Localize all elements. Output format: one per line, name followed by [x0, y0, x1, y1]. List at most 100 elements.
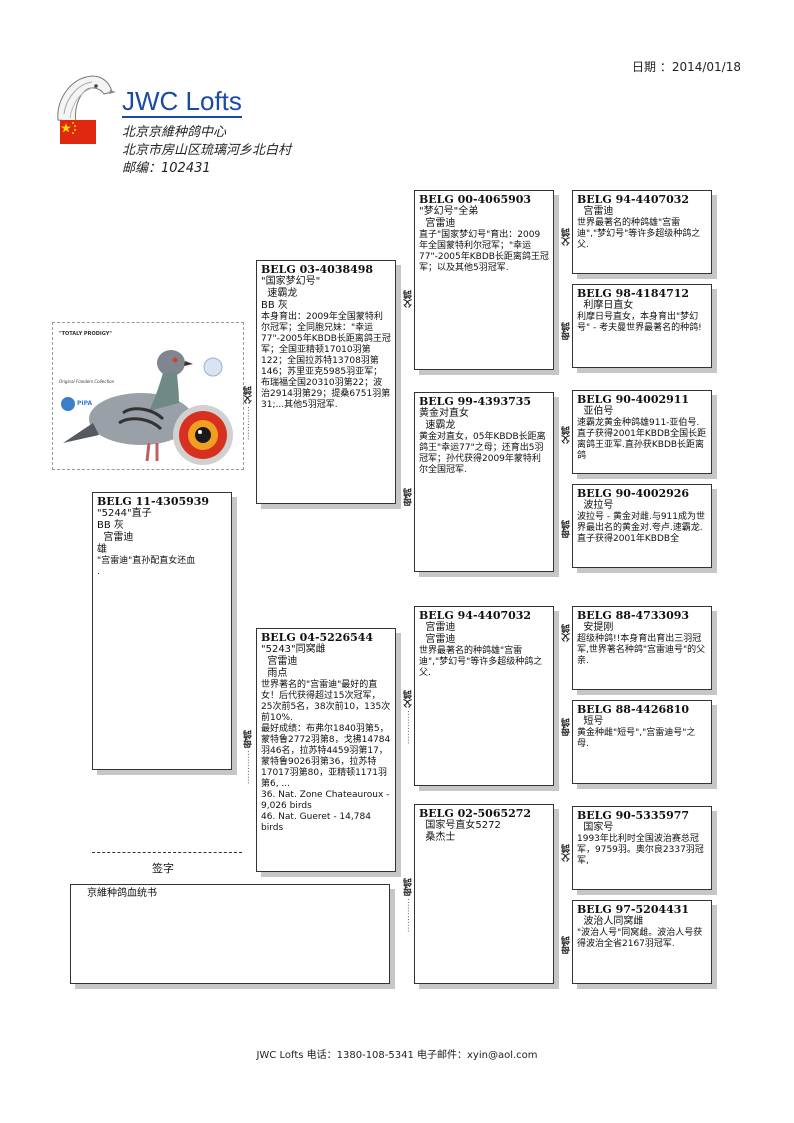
notes-title: 京維种鸽血统书: [75, 887, 385, 901]
ddd-ring: BELG 97-5204431: [577, 903, 707, 916]
sds-card: BELG 90-4002911 亚伯号 速霸龙黄金种鸽雄911-亚伯号.直子获得…: [572, 390, 712, 474]
pigeon-image-icon: [53, 323, 243, 469]
ddd-mother-label: 母鸽: [560, 936, 573, 954]
dam-ring: BELG 04-5226544: [261, 631, 391, 644]
sd-mother-label: 母鸽: [402, 488, 415, 506]
sds-father-text: 父鸽: [562, 426, 572, 444]
dds-father-text: 父鸽: [562, 844, 572, 862]
sss-name: 宫雷迪: [577, 206, 707, 218]
dds-name: 国家号: [577, 822, 707, 834]
sss-card: BELG 94-4407032 宫雷迪 世界最著名的种鸽雄"宫雷迪","梦幻号"…: [572, 190, 712, 274]
footer-contact: JWC Lofts 电话：1380-108-5341 电子邮件：xyin@aol…: [0, 1046, 794, 1061]
lofts-title: JWC Lofts: [122, 86, 242, 118]
sire-text: 本身育出：2009年全国蒙特利尔冠军；全同胞兄妹："幸运77"-2005年KBD…: [261, 312, 391, 411]
ds-father-dots: ............: [402, 710, 412, 744]
dsd-mother-label: 母鸽: [560, 718, 573, 736]
ssd-card: BELG 98-4184712 利摩日直女 利摩日号直女，本身育出"梦幻号" -…: [572, 284, 712, 368]
sdd-card: BELG 90-4002926 波拉号 波拉号 - 黄金对雌.与911成为世界最…: [572, 484, 712, 568]
ss-father-label: 父鸽: [402, 290, 415, 308]
address-line-3: 邮编：102431: [122, 157, 211, 176]
father-dots-text: ............: [242, 406, 252, 440]
signature-label: 签字: [152, 860, 174, 876]
subject-card: BELG 11-4305939 "5244"直子 BB 灰 宫雷迪 雄 "宫雷迪…: [92, 492, 232, 770]
address-line-1: 北京京維种鸽中心: [122, 121, 226, 140]
ds-father-label: 父鸽: [402, 690, 415, 708]
notes-box: 京維种鸽血统书: [70, 884, 390, 984]
sss-text: 世界最著名的种鸽雄"宫雷迪","梦幻号"等许多超级种鸽之父.: [577, 218, 707, 251]
ddd-name: 波治人同窝雌: [577, 916, 707, 928]
sds-ring: BELG 90-4002911: [577, 393, 707, 406]
sd-name: 黄金对直女 速霸龙: [419, 408, 549, 432]
dsd-ring: BELG 88-4426810: [577, 703, 707, 716]
dds-card: BELG 90-5335977 国家号 1993年比利时全国波治赛总冠军，975…: [572, 806, 712, 890]
ds-ring: BELG 94-4407032: [419, 609, 549, 622]
ss-ring: BELG 00-4065903: [419, 193, 549, 206]
ssd-name: 利摩日直女: [577, 300, 707, 312]
ssd-mother-label: 母鸽: [560, 322, 573, 340]
sds-name: 亚伯号: [577, 406, 707, 418]
dss-text: 超级种鸽!!本身育出育出三羽冠军,世界著名种鸽"宫雷迪号"的父亲.: [577, 634, 707, 667]
mother-label: 母鸽: [242, 730, 255, 748]
subject-name: "5244"直子 BB 灰 宫雷迪 雄: [97, 508, 227, 556]
ddd-text: "波治人号"同窝雌。波治人号获得波治全省2167羽冠军.: [577, 928, 707, 950]
dsd-mother-text: 母鸽: [562, 718, 572, 736]
sss-father-text: 父鸽: [562, 228, 572, 246]
ss-text: 直子"国家梦幻号"育出：2009年全国蒙特利尔冠军；"幸运77"-2005年KB…: [419, 230, 549, 274]
dsd-name: 短号: [577, 716, 707, 728]
dd-mother-label: 母鸽: [402, 878, 415, 896]
sd-mother-text: 母鸽: [404, 488, 414, 506]
dss-father-label: 父鸽: [560, 624, 573, 642]
sdd-mother-text: 母鸽: [562, 520, 572, 538]
ss-father-text: 父鸽: [404, 290, 414, 308]
dam-card: BELG 04-5226544 "5243"同窝雌 宫雷迪 雨点 世界著名的"宫…: [256, 628, 396, 872]
dss-name: 安提刚: [577, 622, 707, 634]
ds-text: 世界最著名的种鸽雄"宫雷迪","梦幻号"等许多超级种鸽之父.: [419, 646, 549, 679]
sdd-ring: BELG 90-4002926: [577, 487, 707, 500]
dsd-text: 黄金种雌"短号","宫雷迪号"之母.: [577, 728, 707, 750]
dd-ring: BELG 02-5065272: [419, 807, 549, 820]
subject-text: "宫雷迪"直孙配直女还血 .: [97, 556, 227, 578]
sds-text: 速霸龙黄金种鸽雄911-亚伯号.直子获得2001年KBDB全国长距离鸽王亚军.直…: [577, 418, 707, 462]
mother-dots-text: ............: [242, 750, 252, 784]
dam-name: "5243"同窝雌 宫雷迪 雨点: [261, 644, 391, 680]
sire-ring: BELG 03-4038498: [261, 263, 391, 276]
dd-name: 国家号直女5272 桑杰士: [419, 820, 549, 844]
dam-text: 世界著名的"宫雷迪"最好的直女！后代获得超过15次冠军，25次前5名，38次前1…: [261, 680, 391, 834]
china-flag-icon: [60, 120, 96, 144]
ds-father-text: 父鸽: [404, 690, 414, 708]
ss-card: BELG 00-4065903 "梦幻号"全弟 宫雷迪 直子"国家梦幻号"育出：…: [414, 190, 554, 370]
mother-dots: ............: [242, 750, 252, 784]
ds-card: BELG 94-4407032 宫雷迪 宫雷迪 世界最著名的种鸽雄"宫雷迪","…: [414, 606, 554, 786]
dds-ring: BELG 90-5335977: [577, 809, 707, 822]
dd-mother-dots-text: ............: [402, 898, 412, 932]
ssd-mother-text: 母鸽: [562, 322, 572, 340]
ddd-card: BELG 97-5204431 波治人同窝雌 "波治人号"同窝雌。波治人号获得波…: [572, 900, 712, 984]
dd-mother-dots: ............: [402, 898, 412, 932]
ssd-ring: BELG 98-4184712: [577, 287, 707, 300]
sd-card: BELG 99-4393735 黄金对直女 速霸龙 黄金对直女，05年KBDB长…: [414, 392, 554, 572]
subject-ring: BELG 11-4305939: [97, 495, 227, 508]
ssd-text: 利摩日号直女，本身育出"梦幻号" - 考夫曼世界最著名的种鸽!: [577, 312, 707, 334]
pigeon-logo-icon: [52, 70, 116, 124]
sdd-mother-label: 母鸽: [560, 520, 573, 538]
dss-father-text: 父鸽: [562, 624, 572, 642]
dss-ring: BELG 88-4733093: [577, 609, 707, 622]
father-dots: ............: [242, 406, 252, 440]
sds-father-label: 父鸽: [560, 426, 573, 444]
dds-text: 1993年比利时全国波治赛总冠军，9759羽。奥尔良2337羽冠军,: [577, 834, 707, 867]
ddd-mother-text: 母鸽: [562, 936, 572, 954]
sdd-name: 波拉号: [577, 500, 707, 512]
sd-text: 黄金对直女，05年KBDB长距离鸽王"幸运77"之母；还育出5羽冠军；孙代获得2…: [419, 432, 549, 476]
sss-ring: BELG 94-4407032: [577, 193, 707, 206]
pigeon-photo: "TOTALY PRODIGY" Original Flanders Colle…: [52, 322, 244, 470]
date-label: 日期 ：2014/01/18: [632, 58, 741, 75]
dss-card: BELG 88-4733093 安提刚 超级种鸽!!本身育出育出三羽冠军,世界著…: [572, 606, 712, 690]
sdd-text: 波拉号 - 黄金对雌.与911成为世界最出名的黄金对.夸卢.速霸龙. 直子获得2…: [577, 512, 707, 545]
father-label: 父鸽: [242, 386, 255, 404]
dsd-card: BELG 88-4426810 短号 黄金种雌"短号","宫雷迪号"之母.: [572, 700, 712, 784]
sd-ring: BELG 99-4393735: [419, 395, 549, 408]
sss-father-label: 父鸽: [560, 228, 573, 246]
dd-mother-text: 母鸽: [404, 878, 414, 896]
ss-name: "梦幻号"全弟 宫雷迪: [419, 206, 549, 230]
signature-line: [92, 852, 242, 853]
